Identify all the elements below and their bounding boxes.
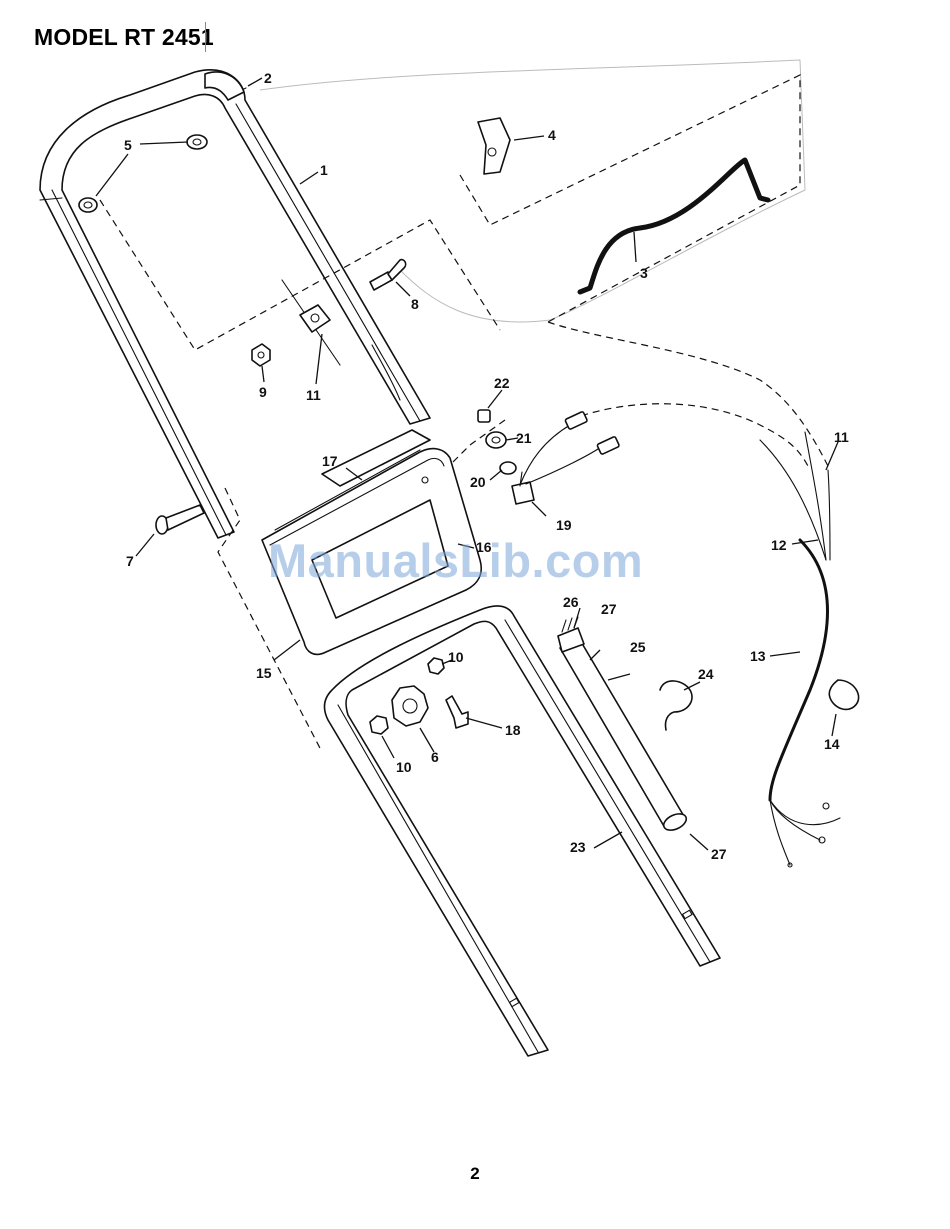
callout-label: 20 (470, 474, 486, 490)
callout-label: 26 (563, 594, 579, 610)
lower-handle (325, 606, 720, 1056)
callout-label: 9 (259, 384, 267, 400)
cable-bracket (300, 305, 330, 332)
wire-harness (760, 432, 840, 867)
callout-label: 18 (505, 722, 521, 738)
nut (486, 432, 506, 448)
nut (252, 344, 270, 366)
callout-label: 4 (548, 127, 556, 143)
callout-label: 6 (431, 749, 439, 765)
cap (478, 410, 490, 422)
spacer (79, 198, 97, 212)
callout-label: 11 (834, 429, 849, 445)
washer (370, 716, 388, 734)
switch-wire (520, 425, 604, 485)
callout-label: 17 (322, 453, 338, 469)
page-number: 2 (0, 1164, 950, 1184)
callout-label: 8 (411, 296, 419, 312)
callout-label: 23 (570, 839, 586, 855)
callout-label: 1 (320, 162, 328, 178)
wire-connector (597, 436, 620, 454)
callout-label: 12 (771, 537, 787, 553)
bolt (156, 505, 204, 534)
assembly-line (460, 75, 800, 322)
callout-label: 10 (448, 649, 464, 665)
wire-connector (565, 411, 588, 429)
callout-label: 13 (750, 648, 766, 664)
bolt (446, 696, 468, 728)
watermark: ManualsLib.com (268, 533, 643, 588)
callout-label: 27 (711, 846, 727, 862)
callout-label: 19 (556, 517, 572, 533)
callout-label: 21 (516, 430, 532, 446)
washer (500, 462, 516, 474)
callout-label: 24 (698, 666, 714, 682)
callout-label: 7 (126, 553, 134, 569)
cable-tie (829, 680, 858, 709)
washer (428, 658, 444, 674)
knob (392, 686, 428, 726)
callout-label: 22 (494, 375, 510, 391)
leader-lines (96, 78, 838, 850)
callout-label: 3 (640, 265, 648, 281)
callout-label: 27 (601, 601, 617, 617)
callout-label: 10 (396, 759, 412, 775)
callout-label: 25 (630, 639, 646, 655)
spacer (187, 135, 207, 149)
callout-label: 14 (824, 736, 840, 752)
callout-label: 11 (306, 387, 321, 403)
assembly-line (570, 404, 810, 470)
assembly-line (548, 322, 830, 470)
callout-label: 2 (264, 70, 272, 86)
control-rod (580, 160, 768, 292)
callout-label: 15 (256, 665, 272, 681)
bracket (478, 118, 510, 174)
